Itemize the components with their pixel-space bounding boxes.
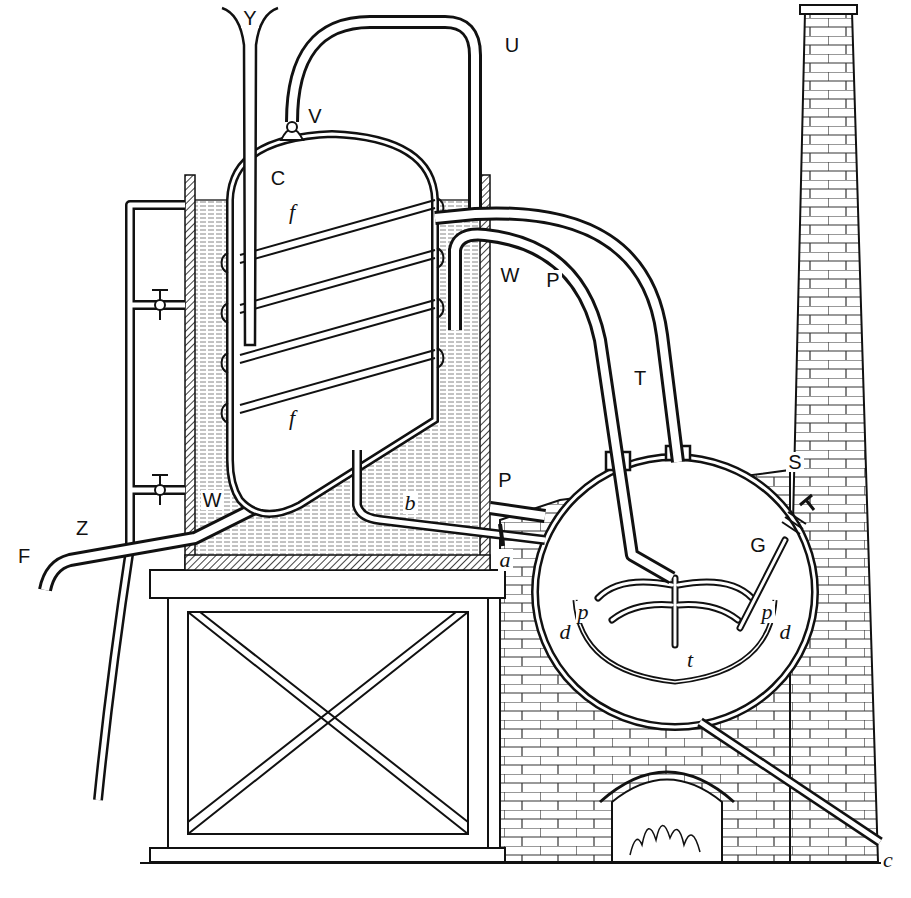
fire-door xyxy=(612,780,722,863)
pipe-t xyxy=(435,213,678,462)
stopcock xyxy=(155,485,165,495)
part-label: b xyxy=(403,492,418,514)
cock-a xyxy=(500,524,503,546)
feed-pipe xyxy=(45,508,255,590)
pipe-p xyxy=(455,235,672,578)
part-label: Y xyxy=(241,8,258,28)
gauge-pipe xyxy=(130,205,185,548)
outlet-pipe xyxy=(700,722,880,842)
part-label: W xyxy=(499,265,522,285)
gauge-pipe-z xyxy=(98,205,185,800)
stopcock xyxy=(155,300,165,310)
part-label: V xyxy=(306,106,323,126)
part-label: p xyxy=(760,601,775,623)
drain-pipe xyxy=(98,548,130,800)
feed-pipe xyxy=(45,508,255,590)
pipe-b xyxy=(357,450,545,540)
outlet-pipe xyxy=(700,722,880,842)
feed-pipe xyxy=(45,508,255,590)
stand-base xyxy=(150,848,505,862)
tank-wall xyxy=(185,175,195,570)
still-s xyxy=(535,446,880,842)
stand-inner-frame xyxy=(188,612,468,834)
stand-frame xyxy=(168,598,488,848)
gauge-glass xyxy=(782,512,806,534)
part-label: C xyxy=(269,168,287,188)
stand-plank xyxy=(150,570,505,598)
pipe-p xyxy=(490,508,545,516)
part-label: F xyxy=(16,546,32,566)
part-label: Z xyxy=(74,518,90,538)
part-label: d xyxy=(778,621,793,643)
gauge-handle xyxy=(800,495,814,510)
gauge-pipe xyxy=(130,205,185,548)
stand-brace xyxy=(188,612,468,834)
perforated-pipe xyxy=(598,578,752,645)
part-label: W xyxy=(201,490,224,510)
part-label: t xyxy=(685,649,695,671)
pipe-p xyxy=(490,508,545,516)
part-label: G xyxy=(748,535,768,555)
part-label: c xyxy=(881,849,895,871)
vessel-wall xyxy=(230,134,435,514)
part-label: d xyxy=(558,621,573,643)
coil-pipe xyxy=(240,200,435,413)
chimney-stack xyxy=(785,12,878,862)
still-shell xyxy=(535,457,815,727)
part-label: U xyxy=(503,35,521,55)
pipe-u xyxy=(292,22,475,215)
vessel-c xyxy=(230,134,435,514)
part-label: P xyxy=(544,270,561,290)
drain-pipe xyxy=(98,548,130,800)
part-label: a xyxy=(498,549,513,571)
part-label: f xyxy=(287,407,297,429)
pipe-t xyxy=(435,213,678,462)
coil-bend xyxy=(222,253,228,423)
tank-floor xyxy=(185,555,490,570)
pipes xyxy=(281,22,678,578)
part-label: f xyxy=(287,201,297,223)
part-label: S xyxy=(786,452,803,472)
valve-v xyxy=(287,122,297,132)
flames xyxy=(630,825,700,855)
perforated-pipe xyxy=(598,578,752,645)
stopcock xyxy=(152,290,168,505)
pipe-b xyxy=(357,450,545,540)
chimney xyxy=(785,5,878,862)
vessel-wall xyxy=(230,134,435,514)
still-shell xyxy=(535,457,815,727)
part-label: P xyxy=(496,470,513,490)
part-label: T xyxy=(632,368,648,388)
pipe-p xyxy=(455,235,672,578)
chimney-cap xyxy=(800,5,857,14)
pipe-u xyxy=(292,22,475,215)
wooden-stand xyxy=(150,570,505,862)
part-label: p xyxy=(576,601,591,623)
